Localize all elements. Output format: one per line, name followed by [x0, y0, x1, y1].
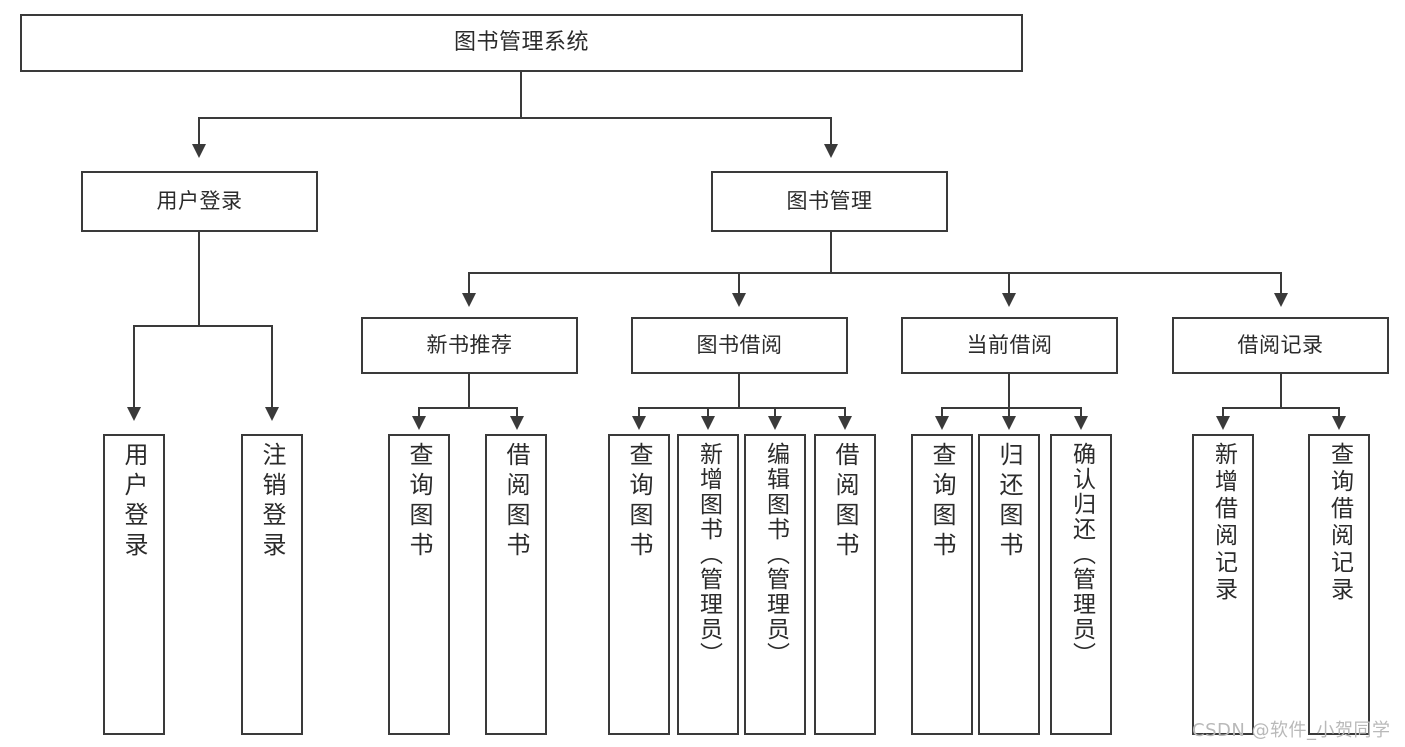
node-leaf-edit-book[interactable]: 编辑图书（管理员）: [744, 434, 806, 735]
connector-user-login-stem: [198, 232, 200, 326]
node-leaf-query-book-2[interactable]: 查询图书: [608, 434, 670, 735]
node-label: 借阅图书: [831, 442, 859, 562]
arrowhead-leaf-query-record: [1332, 416, 1346, 430]
node-label: 注销登录: [258, 442, 286, 562]
connector-nbr-stem: [468, 374, 470, 408]
node-book-manage[interactable]: 图书管理: [711, 171, 948, 232]
connector-bm-drop-4: [1280, 272, 1282, 296]
connector-root-bus: [198, 117, 832, 119]
arrowhead-leaf-borrow-book-1: [510, 416, 524, 430]
connector-br-drop-1: [1222, 407, 1224, 419]
node-new-book-rec[interactable]: 新书推荐: [361, 317, 578, 374]
connector-bb-drop-3: [774, 407, 776, 419]
node-leaf-logout-login[interactable]: 注销登录: [241, 434, 303, 735]
node-label: 图书借阅: [696, 333, 783, 358]
connector-bb-drop-2: [707, 407, 709, 419]
node-label: 查询图书: [405, 442, 433, 562]
arrowhead-leaf-user-login: [127, 407, 141, 421]
arrowhead-current-borrow: [1002, 293, 1016, 307]
connector-user-login-drop-1: [133, 325, 135, 410]
node-label: 图书管理系统: [453, 30, 589, 56]
arrowhead-leaf-return-book: [1002, 416, 1016, 430]
arrowhead-leaf-query-book-1: [412, 416, 426, 430]
connector-book-manage-stem: [830, 232, 832, 273]
node-label: 用户登录: [156, 189, 243, 214]
node-label: 借阅记录: [1237, 333, 1324, 358]
node-leaf-confirm-return[interactable]: 确认归还（管理员）: [1050, 434, 1112, 735]
node-label: 确认归还（管理员）: [1068, 442, 1095, 667]
node-leaf-query-book-1[interactable]: 查询图书: [388, 434, 450, 735]
node-label: 新书推荐: [426, 333, 513, 358]
node-label: 查询借阅记录: [1326, 442, 1353, 604]
node-label: 当前借阅: [966, 333, 1053, 358]
node-user-login[interactable]: 用户登录: [81, 171, 318, 232]
connector-root-to-book-manage: [830, 117, 832, 147]
arrowhead-borrow-record: [1274, 293, 1288, 307]
arrowhead-leaf-confirm-return: [1074, 416, 1088, 430]
node-leaf-query-book-3[interactable]: 查询图书: [911, 434, 973, 735]
node-leaf-borrow-book-1[interactable]: 借阅图书: [485, 434, 547, 735]
node-leaf-add-record[interactable]: 新增借阅记录: [1192, 434, 1254, 735]
connector-nbr-drop-1: [418, 407, 420, 419]
node-label: 新增图书（管理员）: [695, 442, 722, 667]
node-book-borrow[interactable]: 图书借阅: [631, 317, 848, 374]
node-leaf-user-login[interactable]: 用户登录: [103, 434, 165, 735]
node-root-system[interactable]: 图书管理系统: [20, 14, 1023, 72]
node-leaf-add-book[interactable]: 新增图书（管理员）: [677, 434, 739, 735]
connector-user-login-drop-2: [271, 325, 273, 410]
connector-bm-drop-3: [1008, 272, 1010, 296]
connector-nbr-drop-2: [516, 407, 518, 419]
connector-bm-drop-2: [738, 272, 740, 296]
connector-root-to-user-login: [198, 117, 200, 147]
csdn-watermark: CSDN @软件_小贺同学: [1192, 720, 1391, 741]
connector-cb-stem: [1008, 374, 1010, 408]
node-leaf-return-book[interactable]: 归还图书: [978, 434, 1040, 735]
node-label: 编辑图书（管理员）: [762, 442, 789, 667]
arrowhead-leaf-add-book: [701, 416, 715, 430]
node-leaf-query-record[interactable]: 查询借阅记录: [1308, 434, 1370, 735]
connector-nbr-bus: [418, 407, 518, 409]
connector-bb-drop-1: [638, 407, 640, 419]
connector-bb-drop-4: [844, 407, 846, 419]
arrowhead-book-borrow: [732, 293, 746, 307]
connector-cb-drop-1: [941, 407, 943, 419]
node-label: 借阅图书: [502, 442, 530, 562]
arrowhead-book-manage: [824, 144, 838, 158]
connector-root-stem: [520, 72, 522, 118]
arrowhead-leaf-edit-book: [768, 416, 782, 430]
node-leaf-borrow-book-2[interactable]: 借阅图书: [814, 434, 876, 735]
connector-br-drop-2: [1338, 407, 1340, 419]
node-label: 新增借阅记录: [1210, 442, 1237, 604]
connector-br-stem: [1280, 374, 1282, 408]
node-label: 用户登录: [120, 442, 148, 562]
arrowhead-new-book-rec: [462, 293, 476, 307]
node-current-borrow[interactable]: 当前借阅: [901, 317, 1118, 374]
arrowhead-user-login: [192, 144, 206, 158]
arrowhead-leaf-query-book-2: [632, 416, 646, 430]
connector-user-login-bus: [133, 325, 272, 327]
connector-bm-drop-1: [468, 272, 470, 296]
arrowhead-leaf-query-book-3: [935, 416, 949, 430]
node-label: 查询图书: [928, 442, 956, 562]
node-label: 图书管理: [786, 189, 873, 214]
connector-cb-drop-2: [1008, 407, 1010, 419]
node-label: 归还图书: [995, 442, 1023, 562]
connector-cb-drop-3: [1080, 407, 1082, 419]
connector-br-bus: [1222, 407, 1340, 409]
connector-book-manage-bus: [468, 272, 1280, 274]
node-borrow-record[interactable]: 借阅记录: [1172, 317, 1389, 374]
connector-bb-stem: [738, 374, 740, 408]
arrowhead-leaf-add-record: [1216, 416, 1230, 430]
arrowhead-leaf-logout-login: [265, 407, 279, 421]
connector-bb-bus: [638, 407, 846, 409]
arrowhead-leaf-borrow-book-2: [838, 416, 852, 430]
connector-cb-bus: [941, 407, 1082, 409]
node-label: 查询图书: [625, 442, 653, 562]
